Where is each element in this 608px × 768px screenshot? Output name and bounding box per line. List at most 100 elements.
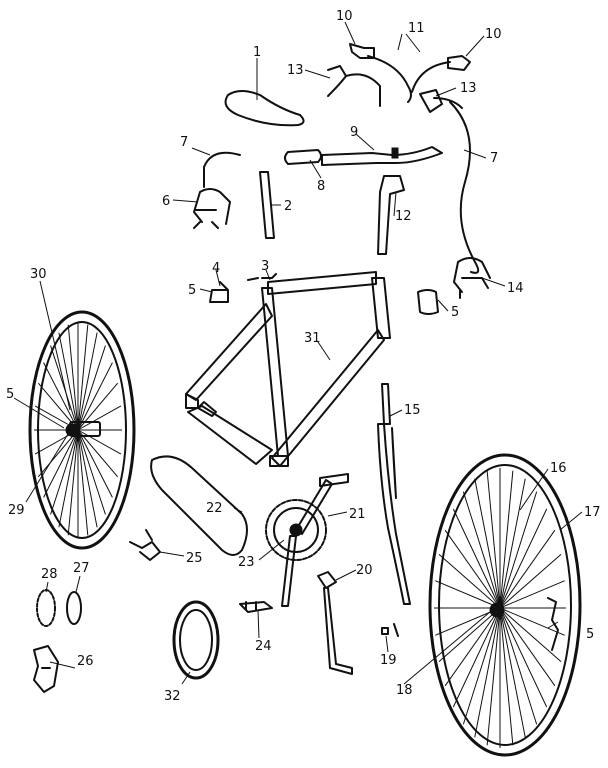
handlebar-grip (284, 149, 322, 165)
rear-derailleur (33, 645, 59, 693)
wheel-spoke (499, 607, 556, 687)
rear-brake-cable (203, 151, 241, 188)
wheel-spoke (438, 554, 501, 609)
frame (185, 271, 391, 467)
wheel-spoke (58, 429, 79, 528)
label-29: 29 (8, 503, 25, 518)
wheel-spoke (452, 508, 501, 609)
label-2: 2 (284, 199, 292, 214)
wheel-spoke (77, 429, 98, 528)
wheel-spoke (462, 607, 501, 725)
freewheel-cog-28 (36, 589, 56, 627)
wheel-spoke (77, 345, 106, 431)
wheel-spoke (486, 607, 501, 746)
label-10-left: 10 (336, 9, 353, 24)
label-14: 14 (507, 281, 524, 296)
label-5-side-reflector: 5 (451, 305, 459, 320)
label-13-right: 13 (460, 81, 477, 96)
label-30: 30 (30, 267, 47, 282)
wheel-spoke (50, 345, 79, 431)
wheel-spoke (499, 607, 514, 746)
wheel-spoke (67, 429, 79, 536)
rear-reflector (209, 281, 229, 303)
wheel-spoke (499, 478, 526, 609)
front-brake-cable (449, 101, 480, 274)
wheel-spoke (499, 607, 526, 738)
label-25: 25 (186, 551, 203, 566)
wheel-spoke (474, 478, 501, 609)
wheel-spoke (499, 580, 565, 609)
label-7-front: 7 (490, 151, 498, 166)
front-brake (453, 257, 491, 299)
seat-clamp (247, 273, 277, 281)
label-26: 26 (77, 654, 94, 669)
wheel-spoke (499, 554, 562, 609)
shift-cables (367, 55, 451, 103)
wheel-spoke (499, 529, 556, 609)
rear-brake (193, 188, 231, 229)
label-5-rear-reflector: 5 (188, 283, 196, 298)
wheel-spoke (444, 529, 501, 609)
derailleur-clamp (129, 529, 161, 561)
label-18: 18 (396, 683, 413, 698)
stem (377, 175, 405, 255)
wheel-spoke (499, 491, 538, 609)
wheel-spoke (77, 362, 113, 431)
label-24: 24 (255, 639, 272, 654)
label-9: 9 (350, 125, 358, 140)
wheel-spoke (452, 607, 501, 708)
wheel-spoke (486, 470, 501, 609)
wheel-spoke (77, 429, 119, 478)
wheel-spoke (435, 580, 501, 609)
wheel-spoke (50, 429, 79, 515)
wheel-spoke (77, 324, 89, 431)
label-8: 8 (317, 179, 325, 194)
wheel-spoke (462, 491, 501, 609)
tire-32 (172, 600, 220, 680)
wheel-spoke (37, 429, 79, 478)
label-5-front-hub: 5 (586, 627, 594, 642)
label-6: 6 (162, 194, 170, 209)
seat-post (259, 171, 275, 239)
wheel-spoke (499, 607, 548, 708)
label-27: 27 (73, 561, 90, 576)
side-reflector (417, 289, 439, 315)
label-28: 28 (41, 567, 58, 582)
kickstand (317, 571, 353, 675)
chain-guard (150, 455, 248, 556)
wheel-spoke (67, 324, 79, 431)
label-1: 1 (253, 45, 261, 60)
label-16: 16 (550, 461, 567, 476)
wheel-spoke (43, 362, 79, 431)
wheel-spoke (58, 332, 79, 431)
leader-lines (13, 21, 583, 685)
label-4: 4 (212, 261, 220, 276)
label-31: 31 (304, 331, 321, 346)
wheel-spoke (77, 429, 113, 498)
wheel-spoke (499, 470, 514, 609)
label-7-rear: 7 (180, 135, 188, 150)
label-11: 11 (408, 21, 425, 36)
pedal (239, 601, 273, 613)
wheel-spoke (499, 607, 565, 636)
right-brake-lever (419, 89, 463, 113)
wheel-spoke (77, 429, 122, 455)
label-22: 22 (206, 501, 223, 516)
wheel-spoke (438, 607, 501, 662)
rear-wheel (28, 310, 136, 550)
label-20: 20 (356, 563, 373, 578)
handlebar (321, 146, 443, 166)
label-15: 15 (404, 403, 421, 418)
freewheel-cog-27 (66, 591, 82, 625)
part-labels: 1 2 3 4 5 5 5 5 6 7 7 8 9 10 10 11 12 13… (6, 9, 601, 704)
right-shifter (447, 55, 471, 71)
wheel-spoke (43, 429, 79, 498)
wheel-spoke (499, 607, 562, 662)
wheel-spoke (499, 607, 538, 725)
label-3: 3 (261, 259, 269, 274)
label-13-left: 13 (287, 63, 304, 78)
left-brake-lever (327, 65, 381, 107)
label-32: 32 (164, 689, 181, 704)
